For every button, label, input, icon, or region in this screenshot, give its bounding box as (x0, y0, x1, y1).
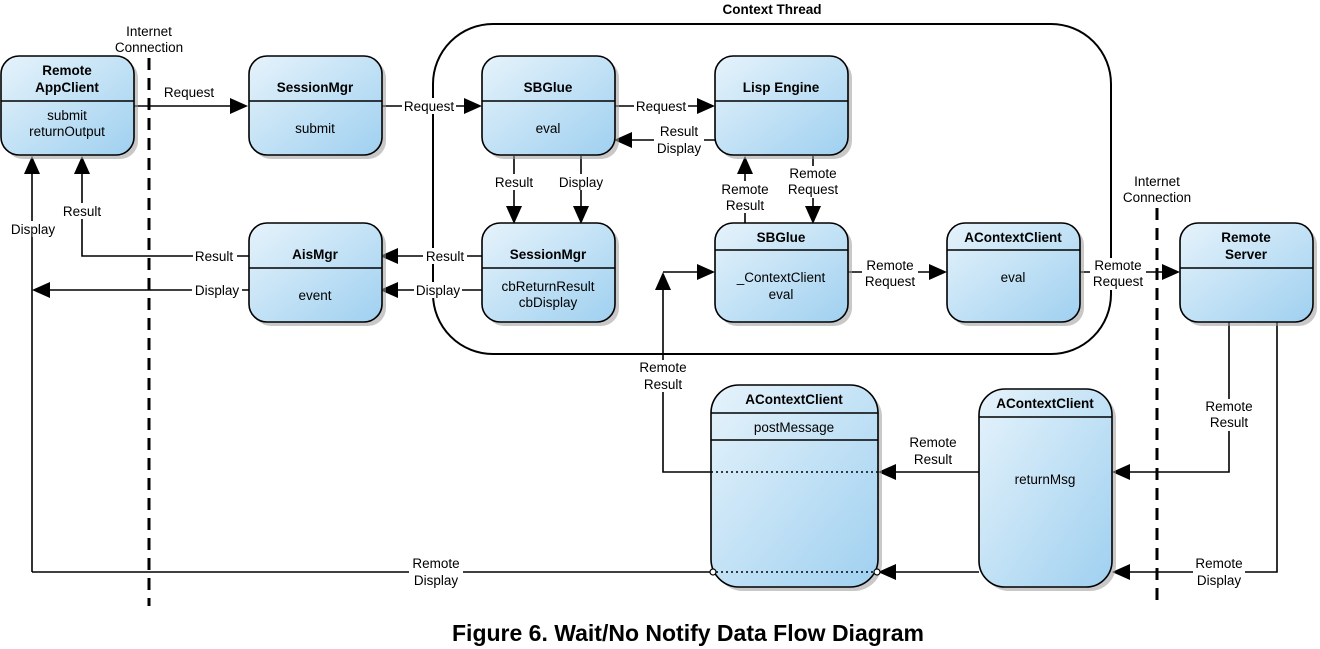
node-title: SessionMgr (277, 80, 354, 95)
edge-label: Request (865, 274, 916, 289)
internet-boundary-right: Internet Connection (1123, 174, 1191, 606)
node-title: Lisp Engine (743, 80, 820, 95)
edge-label: Result (914, 452, 953, 467)
edge-label: Display (195, 283, 240, 298)
edge-label: Remote (412, 556, 459, 571)
node-method: returnMsg (1015, 472, 1076, 487)
edge-label: Display (416, 283, 461, 298)
node-method: _ContextClient (736, 270, 826, 285)
node-title: Remote (42, 63, 92, 78)
node-aismgr[interactable]: AisMgr event (248, 222, 386, 326)
node-acontextclient-postmessage[interactable]: AContextClient postMessage (709, 384, 882, 591)
boundary-left-line2: Connection (115, 40, 183, 55)
edge-label: Result (660, 124, 699, 139)
node-title: AppClient (35, 80, 99, 95)
edge-label: Remote (721, 182, 768, 197)
edge-label: Result (426, 249, 465, 264)
node-method: eval (1001, 270, 1026, 285)
node-method: submit (47, 108, 87, 123)
node-title: SessionMgr (510, 247, 587, 262)
node-method: event (298, 288, 331, 303)
node-method: eval (769, 287, 794, 302)
node-remote-appclient[interactable]: Remote AppClient submit returnOutput (0, 55, 138, 159)
edge-label: Remote (639, 360, 686, 375)
node-sessionmgr-top[interactable]: SessionMgr submit (248, 55, 386, 159)
boundary-left-line1: Internet (126, 24, 172, 39)
edge-label: Result (495, 175, 534, 190)
edge-label: Display (414, 573, 459, 588)
node-sessionmgr-bottom[interactable]: SessionMgr cbReturnResult cbDisplay (481, 222, 619, 326)
node-title: AContextClient (964, 230, 1062, 245)
figure-caption: Figure 6. Wait/No Notify Data Flow Diagr… (452, 620, 924, 646)
edge-label: Result (644, 377, 683, 392)
node-method: cbReturnResult (501, 279, 594, 294)
node-acontextclient-eval[interactable]: AContextClient eval (946, 222, 1084, 326)
node-method: eval (536, 121, 561, 136)
edge-label: Display (559, 175, 604, 190)
edge-label: Result (63, 204, 102, 219)
node-sbglue-bottom[interactable]: SBGlue _ContextClient eval (714, 222, 852, 326)
edge-label: Request (1093, 274, 1144, 289)
node-title: SBGlue (757, 230, 806, 245)
edge-label: Remote (866, 258, 913, 273)
node-acontextclient-returnmsg[interactable]: AContextClient returnMsg (978, 388, 1116, 591)
internet-boundary-left: Internet Connection (115, 24, 183, 606)
node-method: cbDisplay (519, 295, 578, 310)
boundary-right-line1: Internet (1134, 174, 1180, 189)
node-title: AContextClient (745, 392, 843, 407)
edge-labels: Request Request Request Result Display R… (8, 85, 1256, 588)
context-thread-label: Context Thread (722, 2, 821, 17)
edge-label: Remote (1195, 556, 1242, 571)
edge-label: Request (788, 182, 839, 197)
node-title: Remote (1221, 230, 1271, 245)
edge-label: Remote (1205, 399, 1252, 414)
node-method: returnOutput (29, 124, 105, 139)
edge-label: Display (1197, 573, 1242, 588)
node-title: AContextClient (996, 396, 1094, 411)
node-method: submit (295, 121, 335, 136)
node-title: Server (1225, 247, 1268, 262)
context-thread-container: Context Thread (432, 2, 1112, 355)
edge-label: Remote (789, 166, 836, 181)
node-method: postMessage (754, 420, 834, 435)
node-lisp-engine[interactable]: Lisp Engine (714, 55, 852, 159)
boundary-right-line2: Connection (1123, 190, 1191, 205)
node-sbglue-top[interactable]: SBGlue eval (481, 55, 619, 159)
node-remote-server[interactable]: Remote Server (1179, 222, 1317, 326)
edge-label: Display (11, 222, 56, 237)
edge-label: Result (726, 198, 765, 213)
edge-label: Request (404, 99, 455, 114)
edge-label: Display (657, 141, 702, 156)
edge-label: Request (164, 85, 215, 100)
edge-label: Remote (909, 435, 956, 450)
edge-label: Result (195, 249, 234, 264)
node-title: SBGlue (524, 80, 573, 95)
edge-label: Request (636, 99, 687, 114)
edge-label: Remote (1094, 258, 1141, 273)
edge-label: Result (1210, 415, 1249, 430)
node-title: AisMgr (292, 247, 339, 262)
